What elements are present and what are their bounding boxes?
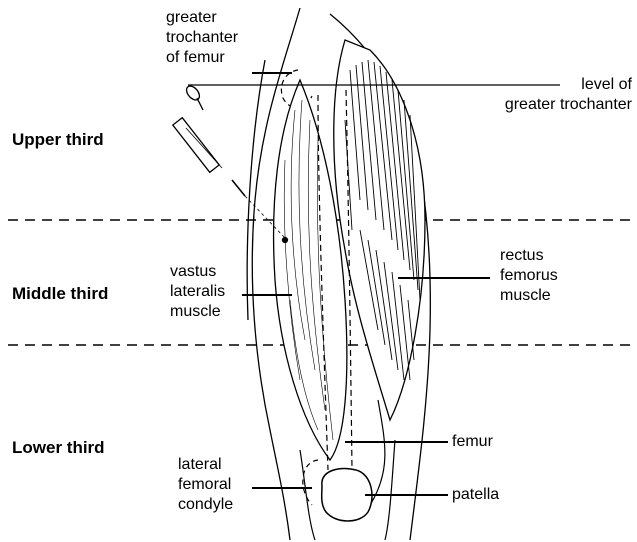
- region-label-middle: Middle third: [12, 284, 108, 304]
- label-line: of femur: [166, 48, 238, 68]
- label-line: lateralis: [170, 282, 225, 302]
- tendon-line: [370, 400, 385, 505]
- region-label-lower: Lower third: [12, 438, 105, 458]
- region-label-upper: Upper third: [12, 130, 104, 150]
- label-line: muscle: [170, 302, 225, 322]
- label-line: femorus: [500, 266, 558, 286]
- label-femur: femur: [452, 432, 493, 452]
- label-line: femoral: [178, 475, 233, 495]
- label-line: condyle: [178, 495, 233, 515]
- label-line: rectus: [500, 246, 558, 266]
- label-line: level of: [462, 75, 632, 95]
- label-greater-trochanter: greater trochanter of femur: [166, 8, 238, 68]
- label-vastus-lateralis: vastus lateralis muscle: [170, 262, 225, 322]
- patella-shape: [322, 469, 372, 521]
- label-rectus-femorus: rectus femorus muscle: [500, 246, 558, 306]
- label-line: greater trochanter: [462, 95, 632, 115]
- label-line: greater: [166, 8, 238, 28]
- label-lateral-femoral-condyle: lateral femoral condyle: [178, 455, 233, 515]
- label-line: lateral: [178, 455, 233, 475]
- label-patella: patella: [452, 485, 499, 505]
- label-line: trochanter: [166, 28, 238, 48]
- label-line: muscle: [500, 286, 558, 306]
- label-line: vastus: [170, 262, 225, 282]
- label-level-of-greater-trochanter: level of greater trochanter: [462, 75, 632, 115]
